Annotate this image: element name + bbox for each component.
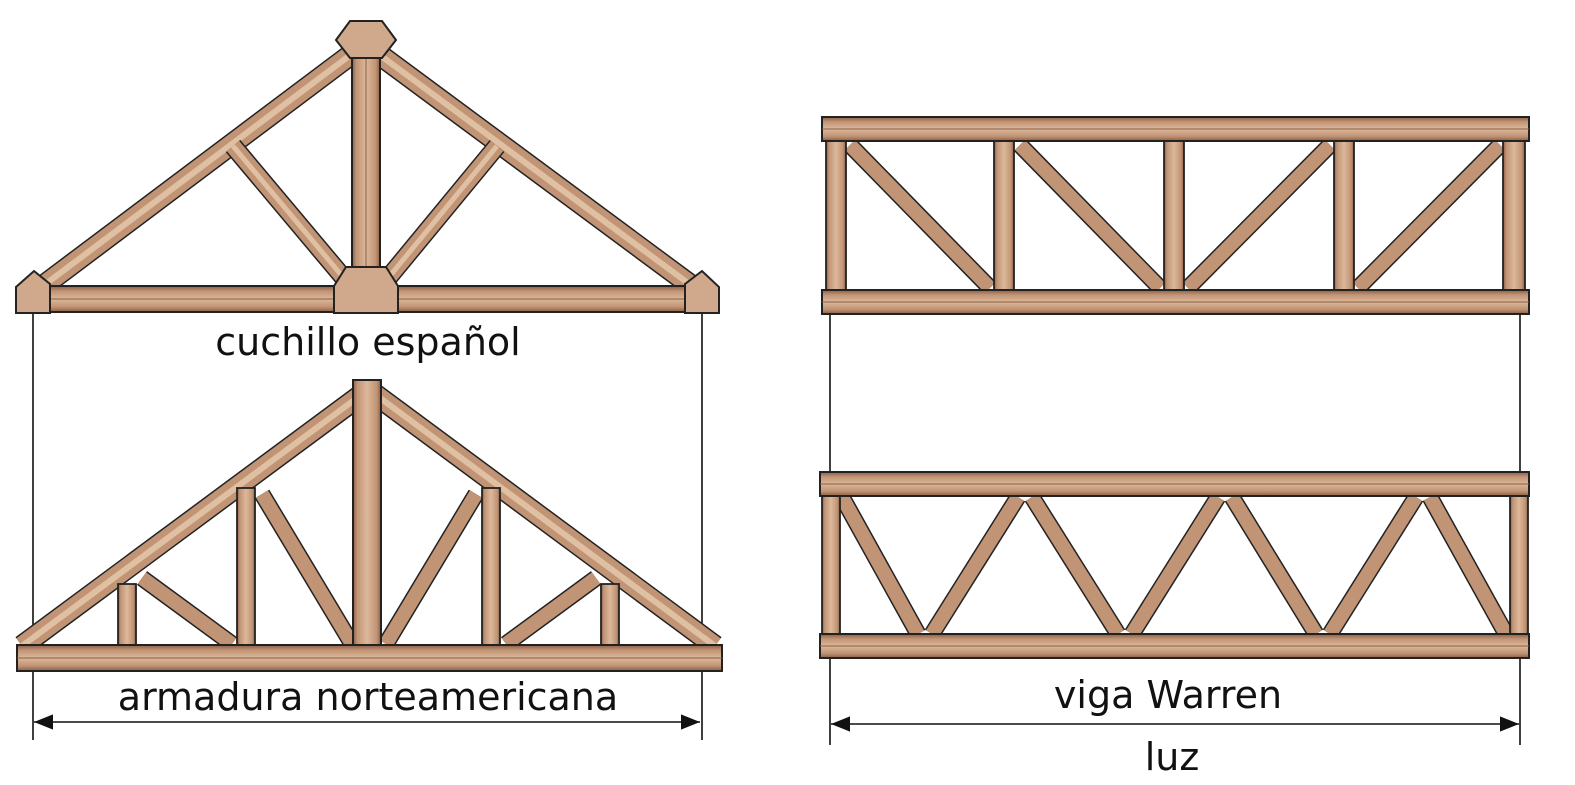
spanish-center-plate xyxy=(333,266,399,314)
american-verticals xyxy=(117,487,620,647)
spanish-right-heel-plate xyxy=(684,269,720,314)
spanish-king-post xyxy=(351,54,381,286)
spanish-right-strut xyxy=(376,139,505,290)
warren-left-end-post xyxy=(821,493,841,637)
warren-diagonals xyxy=(834,492,1514,639)
warren-truss: viga Warren luz xyxy=(819,471,1530,779)
american-left-rafter xyxy=(15,383,372,655)
top-beam-diagonals xyxy=(843,139,1507,294)
warren-truss-label: viga Warren xyxy=(1054,673,1282,717)
spanish-truss-label: cuchillo español xyxy=(215,320,520,364)
span-label: luz xyxy=(1145,735,1200,779)
american-king-post xyxy=(352,379,382,647)
spanish-truss: cuchillo español xyxy=(15,20,720,740)
american-truss: armadura norteamericana xyxy=(15,379,723,730)
spanish-right-rafter xyxy=(358,35,707,301)
american-bottom-chord xyxy=(16,644,723,672)
spanish-left-heel-plate xyxy=(15,269,51,314)
top-right-beam xyxy=(821,116,1530,745)
spanish-left-strut xyxy=(225,139,356,290)
american-diagonals xyxy=(136,489,602,651)
american-truss-label: armadura norteamericana xyxy=(118,675,618,719)
spanish-apex-plate xyxy=(334,20,398,59)
spanish-left-rafter xyxy=(28,35,372,301)
american-right-rafter xyxy=(365,383,722,655)
warren-right-end-post xyxy=(1509,493,1529,637)
